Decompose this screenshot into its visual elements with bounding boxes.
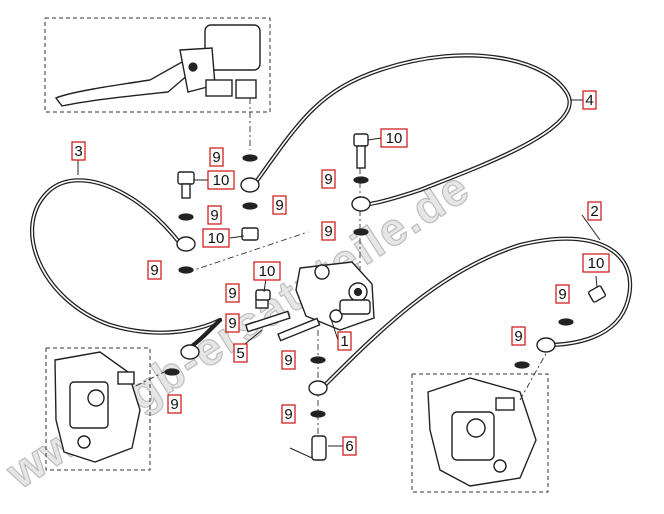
callout-10-b: 10 (202, 228, 230, 248)
brake-hose-4 (253, 53, 572, 208)
callout-9-k: 9 (167, 394, 182, 414)
callout-leaders (77, 99, 601, 447)
callout-4: 4 (582, 90, 597, 110)
svg-text:9: 9 (324, 223, 332, 240)
svg-text:2: 2 (590, 203, 598, 220)
callout-9-j: 9 (281, 404, 296, 424)
svg-text:9: 9 (212, 149, 220, 166)
callout-9-d: 9 (272, 195, 287, 215)
callout-9-b: 9 (207, 205, 222, 225)
svg-text:10: 10 (386, 130, 403, 147)
svg-text:9: 9 (210, 207, 218, 224)
brake-hose-3 (30, 178, 223, 335)
callout-9-e: 9 (321, 169, 336, 189)
svg-text:1: 1 (340, 333, 348, 350)
brake-lever (54, 61, 198, 107)
washer-9 (178, 213, 194, 221)
svg-text:10: 10 (208, 230, 225, 247)
svg-text:9: 9 (324, 171, 332, 188)
svg-text:4: 4 (585, 92, 593, 109)
svg-text:10: 10 (213, 172, 230, 189)
svg-text:9: 9 (150, 262, 158, 279)
callouts: 1 2 3 4 5 6 9 9 9 9 9 9 9 9 9 9 9 9 9 10… (71, 90, 610, 456)
svg-text:9: 9 (228, 315, 236, 332)
callout-9-c: 9 (147, 260, 162, 280)
bolts-and-washers (164, 133, 607, 461)
callout-9-i: 9 (281, 350, 296, 370)
svg-text:9: 9 (284, 352, 292, 369)
callout-9-g: 9 (225, 283, 240, 303)
svg-text:10: 10 (259, 263, 276, 280)
left-caliper-inset (45, 347, 173, 471)
callout-2: 2 (587, 201, 602, 221)
bolt-10 (177, 171, 195, 185)
callout-10-a: 10 (207, 170, 235, 190)
svg-text:9: 9 (275, 197, 283, 214)
callout-5: 5 (233, 343, 248, 363)
fluid-reservoir (204, 24, 261, 71)
svg-text:10: 10 (588, 255, 605, 272)
svg-text:9: 9 (558, 286, 566, 303)
brake-hoses (30, 53, 633, 391)
svg-text:6: 6 (345, 438, 353, 455)
bleeder-valve (311, 435, 327, 461)
callout-9-h: 9 (225, 313, 240, 333)
callout-1: 1 (337, 331, 352, 351)
svg-text:9: 9 (170, 396, 178, 413)
callout-3: 3 (71, 141, 86, 161)
callout-10-e: 10 (582, 253, 610, 273)
callout-9-f: 9 (321, 221, 336, 241)
master-cylinder-inset (44, 17, 271, 150)
svg-text:9: 9 (228, 285, 236, 302)
callout-9-m: 9 (555, 284, 570, 304)
callout-9-l: 9 (511, 326, 526, 346)
callout-10-d: 10 (253, 261, 281, 281)
svg-text:5: 5 (236, 345, 244, 362)
callout-9-a: 9 (209, 147, 224, 167)
svg-text:9: 9 (284, 406, 292, 423)
callout-6: 6 (342, 436, 357, 456)
svg-text:3: 3 (74, 143, 82, 160)
banjo-bolt (277, 317, 321, 342)
callout-10-c: 10 (380, 128, 408, 148)
svg-text:9: 9 (514, 328, 522, 345)
right-caliper-inset (411, 349, 549, 493)
